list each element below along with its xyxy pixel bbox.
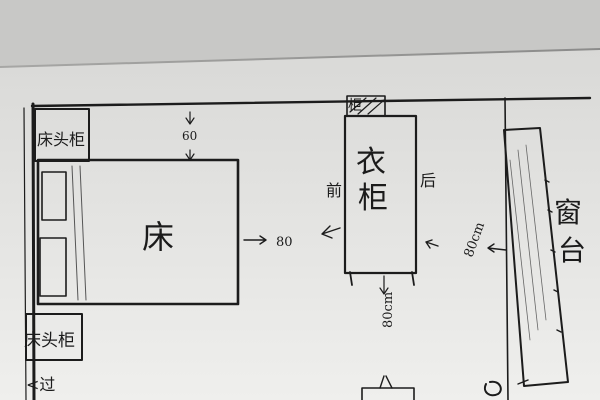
pillow-1 (41, 171, 67, 221)
dim-arrow-right (425, 239, 439, 249)
bottom-left-note: <过 (26, 375, 55, 394)
bottom-box (361, 387, 415, 400)
paper-sheet (0, 50, 600, 400)
bedside-cabinet-bottom-label: 床头柜 (24, 331, 75, 351)
wardrobe-label-line2: 柜 (358, 181, 388, 216)
top-wall-line (30, 96, 592, 108)
dim-arrow-bed-wardrobe (243, 235, 267, 245)
dim-below-label: 80cm (381, 292, 396, 328)
front-label: 前 (326, 181, 342, 200)
dim-bed-wardrobe-label: 80 (276, 235, 293, 250)
wardrobe-label-line1: 衣 (356, 145, 386, 180)
window-sill-label-line2: 台 (558, 234, 586, 267)
window-sill (503, 127, 569, 387)
wardrobe-top-label: 柜 (348, 98, 362, 114)
bottom-right-mark (484, 380, 502, 397)
bedside-cabinet-bottom (25, 313, 83, 361)
bed (36, 158, 240, 306)
pillow-2 (39, 237, 67, 297)
wardrobe-top-box (346, 95, 386, 117)
bed-label: 床 (142, 218, 174, 256)
window-sill-label-line1: 窗 (554, 196, 582, 229)
bedside-cabinet-top-label: 床头柜 (37, 130, 85, 149)
left-wall-line (31, 102, 36, 400)
dim-top-label: 60 (182, 129, 197, 143)
dim-arrow-below (379, 275, 389, 295)
dim-arrow-top (185, 111, 195, 125)
back-label: 后 (420, 171, 436, 190)
paper-top-sheet (0, 0, 600, 66)
